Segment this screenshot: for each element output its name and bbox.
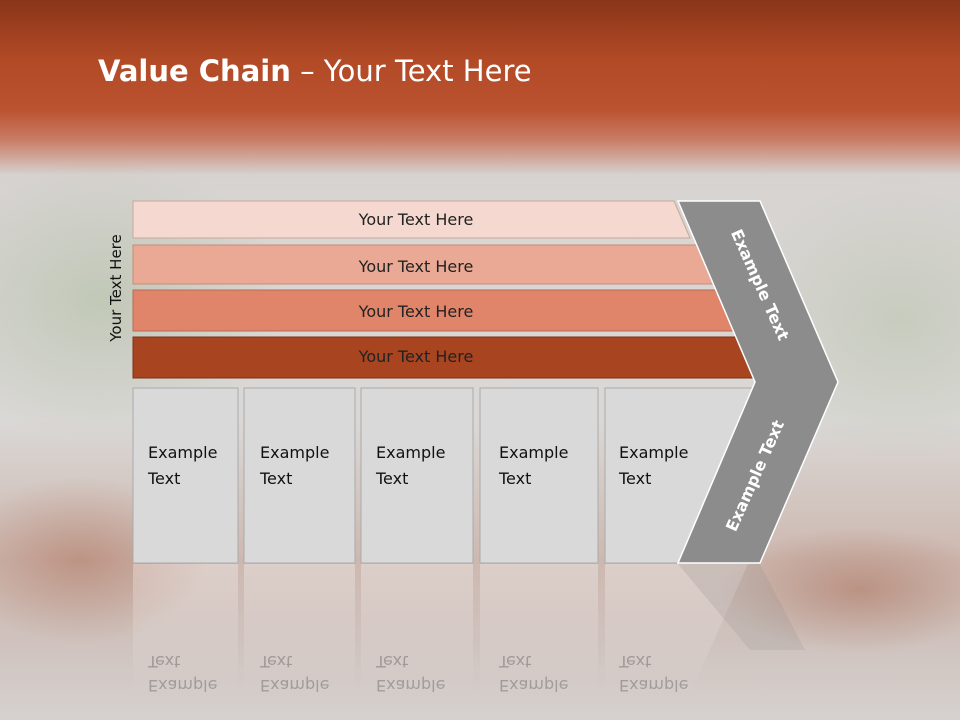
reflection-text-1: Example	[148, 676, 217, 695]
reflection: Example Text Example Text Example Text E…	[133, 564, 805, 695]
reflection-text-1b: Text	[147, 652, 180, 671]
reflection-text-3: Example	[376, 676, 445, 695]
reflection-box-3	[361, 564, 473, 694]
box-1-line1: Example	[148, 443, 217, 462]
box-2-line1: Example	[260, 443, 329, 462]
chevron-shape[interactable]	[676, 200, 839, 564]
reflection-text-5: Example	[619, 676, 688, 695]
box-5-line1: Example	[619, 443, 688, 462]
bars-group: Your Text Here Your Text Here Your Text …	[132, 200, 764, 379]
chevron-arrow: Example Text Example Text	[676, 200, 839, 564]
bar-2-label: Your Text Here	[358, 257, 474, 276]
header-band	[0, 0, 960, 175]
reflection-text-2: Example	[260, 676, 329, 695]
box-4[interactable]	[479, 387, 599, 564]
title-rest: – Your Text Here	[290, 54, 532, 88]
reflection-box-4	[480, 564, 598, 694]
bar-4-label: Your Text Here	[358, 347, 474, 366]
reflection-box-1	[133, 564, 238, 694]
reflection-box-2	[244, 564, 355, 694]
title-bold: Value Chain	[98, 54, 291, 88]
box-5-line2: Text	[618, 469, 651, 488]
box-3-line1: Example	[376, 443, 445, 462]
bar-1[interactable]	[132, 200, 691, 239]
boxes-group: Example Text Example Text Example Text E…	[132, 387, 761, 564]
reflection-text-5b: Text	[618, 652, 651, 671]
box-3[interactable]	[360, 387, 474, 564]
box-1[interactable]	[132, 387, 239, 564]
box-4-line1: Example	[499, 443, 568, 462]
slide-title[interactable]: Value Chain – Your Text Here	[98, 54, 532, 88]
reflection-text-4b: Text	[498, 652, 531, 671]
box-1-line2: Text	[147, 469, 180, 488]
bar-3-label: Your Text Here	[358, 302, 474, 321]
reflection-text-2b: Text	[259, 652, 292, 671]
reflection-text-4: Example	[499, 676, 568, 695]
box-3-line2: Text	[375, 469, 408, 488]
reflection-text-3b: Text	[375, 652, 408, 671]
box-2[interactable]	[243, 387, 356, 564]
box-2-line2: Text	[259, 469, 292, 488]
reflection-chevron	[678, 564, 805, 650]
reflection-box-5	[605, 564, 748, 694]
box-4-line2: Text	[498, 469, 531, 488]
bar-1-label: Your Text Here	[358, 210, 474, 229]
